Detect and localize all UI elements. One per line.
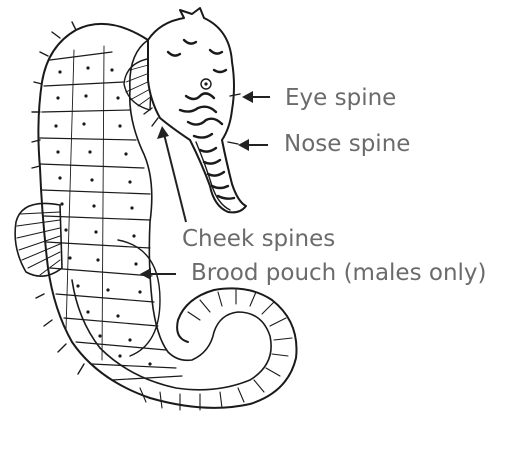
cheek-spines-arrow xyxy=(157,126,186,222)
nose-spine-label: Nose spine xyxy=(284,133,410,156)
eye-spine-arrow xyxy=(242,91,270,103)
dorsal-fin xyxy=(15,203,62,276)
cheek-spines-label: Cheek spines xyxy=(182,228,335,251)
seahorse-illustration xyxy=(15,8,296,410)
eye-spine-label: Eye spine xyxy=(285,87,396,110)
nose-spine-arrow xyxy=(238,139,268,151)
brood-pouch-label: Brood pouch (males only) xyxy=(191,262,487,285)
head xyxy=(148,8,246,212)
